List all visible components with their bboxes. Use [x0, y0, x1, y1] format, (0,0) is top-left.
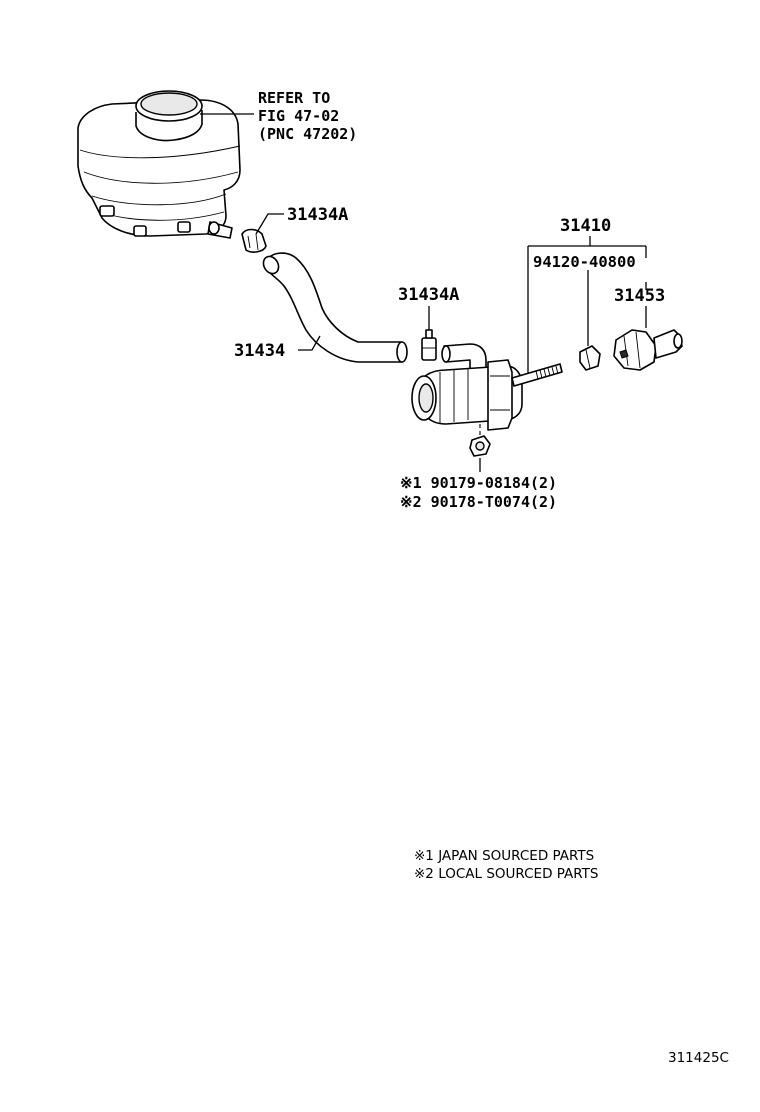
callout-labels: REFER TO FIG 47-02 (PNC 47202) 31434A 31… — [234, 89, 729, 1066]
hose-clip-lower — [421, 329, 437, 361]
callout-boot: 31453 — [614, 286, 665, 306]
reservoir-ref-line2: FIG 47-02 — [258, 107, 339, 125]
reservoir-ref-line1: REFER TO — [258, 89, 330, 107]
callout-nut-1: ※1 90179-08184(2) — [400, 474, 557, 492]
hose — [262, 252, 408, 363]
legend-note-2: ※2 LOCAL SOURCED PARTS — [414, 866, 599, 882]
legend-note-1: ※1 JAPAN SOURCED PARTS — [414, 848, 594, 864]
leader-lines — [200, 113, 647, 472]
callout-nut-2: ※2 90178-T0074(2) — [400, 493, 557, 511]
callout-kit: 94120-40800 — [533, 253, 636, 271]
reservoir-ref-line3: (PNC 47202) — [258, 125, 357, 143]
callout-hose: 31434 — [234, 341, 285, 361]
flange-nut — [469, 424, 491, 457]
figure-id: 311425C — [668, 1050, 729, 1066]
reservoir-tank — [77, 90, 241, 239]
hose-clip-upper — [241, 228, 267, 253]
callout-clip-upper: 31434A — [287, 205, 348, 225]
callout-clip-lower: 31434A — [398, 285, 459, 305]
lock-nut — [579, 345, 601, 371]
clutch-master-cylinder — [411, 343, 563, 431]
callout-cylinder-assy: 31410 — [560, 216, 611, 236]
push-rod-clevis — [613, 329, 683, 371]
